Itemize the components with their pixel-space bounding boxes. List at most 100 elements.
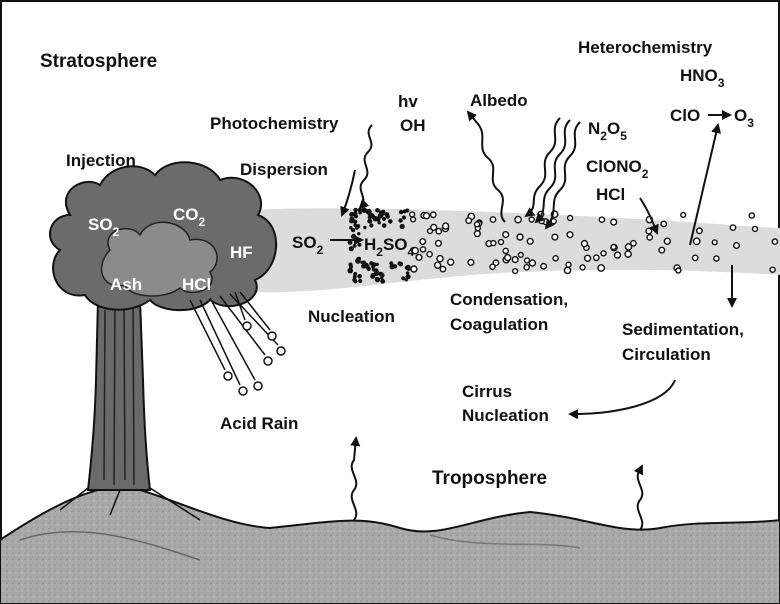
particle-dense <box>358 279 362 283</box>
particle-open <box>525 258 530 263</box>
particle-dense <box>401 276 405 280</box>
particle-dense <box>353 272 357 276</box>
particle-dense <box>353 223 357 227</box>
particle-dense <box>398 218 402 222</box>
albedo-label: Albedo <box>470 91 528 110</box>
particle-open <box>424 213 430 219</box>
particle-open <box>436 240 442 246</box>
particle-open <box>505 255 511 261</box>
particle-open <box>552 234 558 240</box>
particle-dense <box>362 208 368 214</box>
particle-open <box>676 268 681 273</box>
particle-dense <box>388 219 393 224</box>
particle-open <box>436 229 441 234</box>
dispersion-label: Dispersion <box>240 160 328 179</box>
condensation-label: Condensation, <box>450 290 568 309</box>
particle-open <box>518 253 523 258</box>
particle-open <box>524 265 529 270</box>
particle-dense <box>369 261 373 265</box>
plume-ash-label: Ash <box>110 275 142 294</box>
particle-dense <box>360 261 363 264</box>
particle-open <box>611 245 616 250</box>
sedimentation-label: Sedimentation, <box>622 320 744 339</box>
stratosphere-label: Stratosphere <box>40 51 157 72</box>
particle-open <box>753 226 758 231</box>
particle-dense <box>376 271 379 274</box>
particle-open <box>512 257 518 263</box>
particle-open <box>580 265 585 270</box>
particle-open <box>491 241 496 246</box>
particle-open <box>541 264 547 270</box>
particle-open <box>772 239 777 244</box>
particle-dense <box>356 257 361 262</box>
particle-dense <box>375 208 380 213</box>
particle-open <box>714 256 719 261</box>
particle-open <box>475 222 480 227</box>
particle-open <box>553 256 558 261</box>
particle-open <box>615 252 621 258</box>
particle-open <box>730 225 735 230</box>
particle-open <box>527 238 533 244</box>
particle-dense <box>357 274 362 279</box>
particle-dense <box>380 279 385 284</box>
particle-open <box>625 251 631 257</box>
plume-hf-label: HF <box>230 243 253 262</box>
particle-dense <box>367 210 371 214</box>
particle-dense <box>349 212 354 217</box>
particle-open <box>647 235 652 240</box>
particle-dense <box>357 243 361 247</box>
particle-dense <box>403 209 407 213</box>
particle-open <box>437 256 443 262</box>
plume-hcl-label: HCl <box>182 275 211 294</box>
particle-open <box>566 262 571 267</box>
particle-open <box>431 224 437 230</box>
particle-dense <box>347 268 353 274</box>
particle-dense <box>375 277 380 282</box>
particle-dense <box>402 215 406 219</box>
particle-dense <box>371 273 376 278</box>
cirrus-label: Cirrus <box>462 382 512 401</box>
particle-open <box>585 255 591 261</box>
particle-open <box>664 238 670 244</box>
particle-dense <box>380 212 384 216</box>
particle-open <box>681 213 686 218</box>
particle-open <box>646 228 652 234</box>
particle-open <box>529 260 535 266</box>
coagulation-label: Coagulation <box>450 315 548 334</box>
particle-dense <box>353 208 357 212</box>
particle-open <box>694 238 700 244</box>
particle-dense <box>382 223 387 228</box>
particle-open <box>594 255 599 260</box>
injection-label: Injection <box>66 151 136 170</box>
particle-dense <box>371 265 375 269</box>
particle-open <box>503 232 509 238</box>
particle-dense <box>349 217 354 222</box>
particle-open <box>420 239 426 245</box>
heterochemistry-label: Heterochemistry <box>578 38 713 57</box>
particle-dense <box>349 246 354 251</box>
particle-dense <box>376 263 379 266</box>
particle-open <box>712 240 717 245</box>
particle-open <box>749 213 754 218</box>
troposphere-label: Troposphere <box>432 468 547 489</box>
particle-dense <box>400 224 405 229</box>
nucleation-label: Nucleation <box>308 307 395 326</box>
particle-open <box>411 266 417 272</box>
oh-label: OH <box>400 116 426 135</box>
particle-dense <box>406 271 410 275</box>
particle-open <box>599 217 604 222</box>
particle-open <box>517 234 523 240</box>
particle-dense <box>390 263 393 266</box>
particle-open <box>490 264 495 269</box>
particle-dense <box>357 232 360 235</box>
particle-open <box>564 267 570 273</box>
particle-open <box>435 262 441 268</box>
particle-open <box>598 265 604 271</box>
particle-open <box>625 244 631 250</box>
particle-dense <box>406 274 411 279</box>
particle-open <box>582 241 588 247</box>
particle-open <box>734 243 740 249</box>
particle-dense <box>361 264 366 269</box>
particle-dense <box>354 214 358 218</box>
